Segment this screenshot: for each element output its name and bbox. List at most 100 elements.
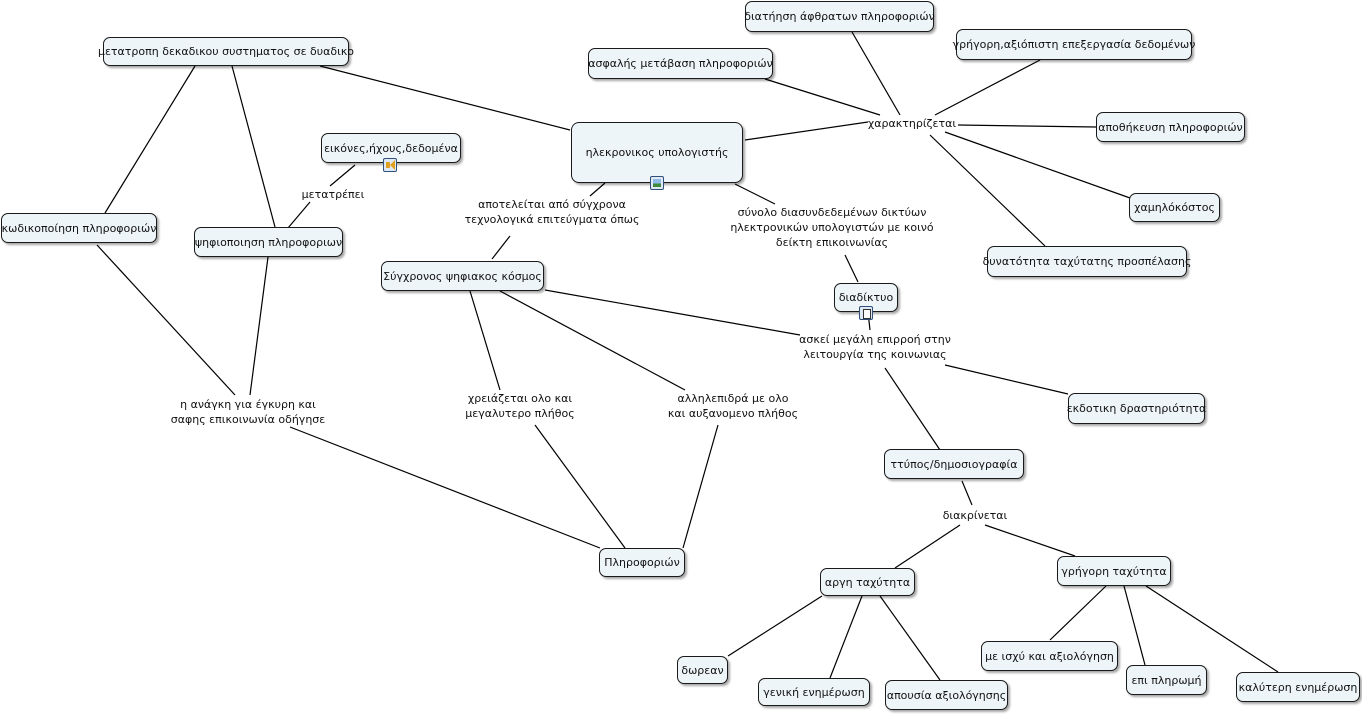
digitization-label: ψηφιοποιηση πληροφοριων xyxy=(194,235,343,249)
paid-node[interactable]: επι πληρωμή xyxy=(1126,665,1207,695)
link-characterized: χαρακτηρίζεται xyxy=(866,116,958,131)
edge xyxy=(894,524,961,569)
conversion-label: μετατροπη δεκαδικου συστηματος σε δυαδικ… xyxy=(97,45,355,58)
edge xyxy=(534,424,626,549)
edge xyxy=(249,256,269,396)
audio-icon[interactable] xyxy=(383,158,397,172)
edge xyxy=(961,480,973,506)
fast-access-node[interactable]: δυνατότητα ταχύτατης προσπέλασης xyxy=(983,246,1191,277)
computer-label: ηλεκρονικος υπολογιστής xyxy=(585,146,729,159)
fast-processing-node[interactable]: γρήγορη,αξιόπιστη επεξεργασία δεδομένων xyxy=(953,29,1195,60)
no-evaluation-label: απουσία αξιολόγησης xyxy=(886,688,1007,702)
storage-label: αποθήκευση πληροφοριών xyxy=(1098,120,1243,134)
edge xyxy=(1123,585,1146,666)
edge xyxy=(544,289,801,336)
low-cost-label: χαμηλόκόστος xyxy=(1134,201,1215,214)
press-node[interactable]: ττύπος/δημοσιογραφία xyxy=(884,449,1024,479)
edge xyxy=(734,183,776,205)
edge xyxy=(491,235,511,260)
edge xyxy=(682,424,719,549)
document-icon[interactable] xyxy=(859,306,873,320)
with-validity-label: με ισχύ και αξιολόγηση xyxy=(985,649,1114,663)
fast-speed-node[interactable]: γρήγορη ταχύτητα xyxy=(1057,556,1171,586)
edge xyxy=(589,182,606,197)
images-sounds-label: εικόνες,ήχους,δεδομένα xyxy=(324,141,458,155)
digitization-node[interactable]: ψηφιοποιηση πληροφοριων xyxy=(194,227,343,257)
link-influence-line1: ασκεί μεγάλη επιρροή στην xyxy=(799,333,951,346)
computer-node[interactable]: ηλεκρονικος υπολογιστής xyxy=(571,122,743,183)
preservation-label: διατήηση άφθρατων πληροφοριών xyxy=(744,10,935,23)
link-interacts-line2: και αυξανομενο πλήθος xyxy=(667,407,799,420)
edge xyxy=(319,65,571,131)
free-node[interactable]: δωρεαν xyxy=(677,656,728,684)
link-need: η ανάγκη για έγκυρη και σαφης επικοινωνί… xyxy=(148,397,348,427)
link-network: σύνολο διασυνδεδεμένων δικτύων ηλεκτρονι… xyxy=(722,205,942,250)
edge xyxy=(944,364,1069,395)
edge xyxy=(469,290,501,391)
coding-label: κωδικοποίηση πληροφοριών xyxy=(1,221,157,235)
slow-speed-node[interactable]: αργη ταχύτητα xyxy=(820,568,915,596)
fast-speed-label: γρήγορη ταχύτητα xyxy=(1061,564,1167,578)
image-icon[interactable] xyxy=(650,176,664,190)
edge xyxy=(957,124,1097,128)
edge xyxy=(884,367,941,451)
with-validity-node[interactable]: με ισχύ και αξιολόγηση xyxy=(981,641,1118,671)
link-consists-line1: αποτελείται από σύγχρονα xyxy=(478,198,626,211)
publishing-label: εκδοτικη δραστηριότητα xyxy=(1066,402,1207,415)
edge xyxy=(851,31,901,116)
edge xyxy=(96,244,236,396)
link-converts-text: μετατρέπει xyxy=(301,188,365,201)
publishing-node[interactable]: εκδοτικη δραστηριότητα xyxy=(1066,393,1207,424)
fast-processing-label: γρήγορη,αξιόπιστη επεξεργασία δεδομένων xyxy=(952,38,1196,51)
edge xyxy=(1145,585,1279,673)
edge xyxy=(879,595,941,681)
conversion-node[interactable]: μετατροπη δεκαδικου συστηματος σε δυαδικ… xyxy=(98,37,354,66)
edge xyxy=(727,595,823,657)
preservation-node[interactable]: διατήηση άφθρατων πληροφοριών xyxy=(744,1,935,32)
edge xyxy=(104,65,196,214)
safe-transfer-node[interactable]: ασφαλής μετάβαση πληροφοριών xyxy=(588,48,773,79)
link-network-line2: ηλεκτρονικών υπολογιστών με κοινό xyxy=(730,221,934,234)
information-node[interactable]: Πληροφοριών xyxy=(599,548,685,577)
digital-world-label: Σύγχρονος ψηφιακος κόσμος xyxy=(383,269,542,283)
link-characterized-text: χαρακτηρίζεται xyxy=(867,117,957,130)
edge xyxy=(984,524,1076,557)
link-requires-line1: χρειάζεται ολο και xyxy=(467,392,573,405)
link-network-line3: δείκτη επικοινωνίας xyxy=(775,236,889,249)
internet-label: διαδίκτυο xyxy=(838,291,894,304)
edge xyxy=(844,254,859,283)
link-need-line1: η ανάγκη για έγκυρη και xyxy=(180,398,316,411)
low-cost-node[interactable]: χαμηλόκόστος xyxy=(1129,193,1220,222)
no-evaluation-node[interactable]: απουσία αξιολόγησης xyxy=(885,680,1008,710)
link-consists-line2: τεχνολογικά επιτεύγματα όπως xyxy=(464,213,640,226)
fast-access-label: δυνατότητα ταχύτατης προσπέλασης xyxy=(982,255,1192,268)
link-interacts: αλληλεπιδρά με ολο και αυξανομενο πλήθος xyxy=(653,391,813,421)
edge xyxy=(764,78,881,116)
digital-world-node[interactable]: Σύγχρονος ψηφιακος κόσμος xyxy=(381,261,544,291)
edge xyxy=(829,595,863,679)
better-news-node[interactable]: καλύτερη ενημέρωση xyxy=(1236,672,1360,702)
link-influence-line2: λειτουργία της κοινωνιας xyxy=(803,348,947,361)
edge xyxy=(231,65,276,228)
link-need-line2: σαφης επικοινωνία οδήγησε xyxy=(170,413,326,426)
storage-node[interactable]: αποθήκευση πληροφοριών xyxy=(1096,112,1245,142)
coding-node[interactable]: κωδικοποίηση πληροφοριών xyxy=(1,213,157,243)
edge xyxy=(929,134,1046,247)
safe-transfer-label: ασφαλής μετάβαση πληροφοριών xyxy=(588,57,773,70)
paid-label: επι πληρωμή xyxy=(1131,673,1202,687)
edge xyxy=(934,59,1041,116)
edge xyxy=(289,426,601,549)
link-distinguished-text: διακρίνεται xyxy=(942,509,1008,522)
edge xyxy=(944,131,1131,199)
link-influence: ασκεί μεγάλη επιρροή στην λειτουργία της… xyxy=(785,332,965,362)
link-requires-line2: μεγαλυτερο πλήθος xyxy=(465,407,575,420)
link-converts: μετατρέπει xyxy=(298,187,368,202)
link-distinguished: διακρίνεται xyxy=(935,508,1015,523)
general-news-label: γενική ενημέρωση xyxy=(763,685,865,699)
edge xyxy=(287,201,311,229)
link-requires: χρειάζεται ολο και μεγαλυτερο πλήθος xyxy=(450,391,590,421)
general-news-node[interactable]: γενική ενημέρωση xyxy=(758,678,870,706)
edge xyxy=(1049,585,1107,641)
better-news-label: καλύτερη ενημέρωση xyxy=(1238,680,1358,694)
